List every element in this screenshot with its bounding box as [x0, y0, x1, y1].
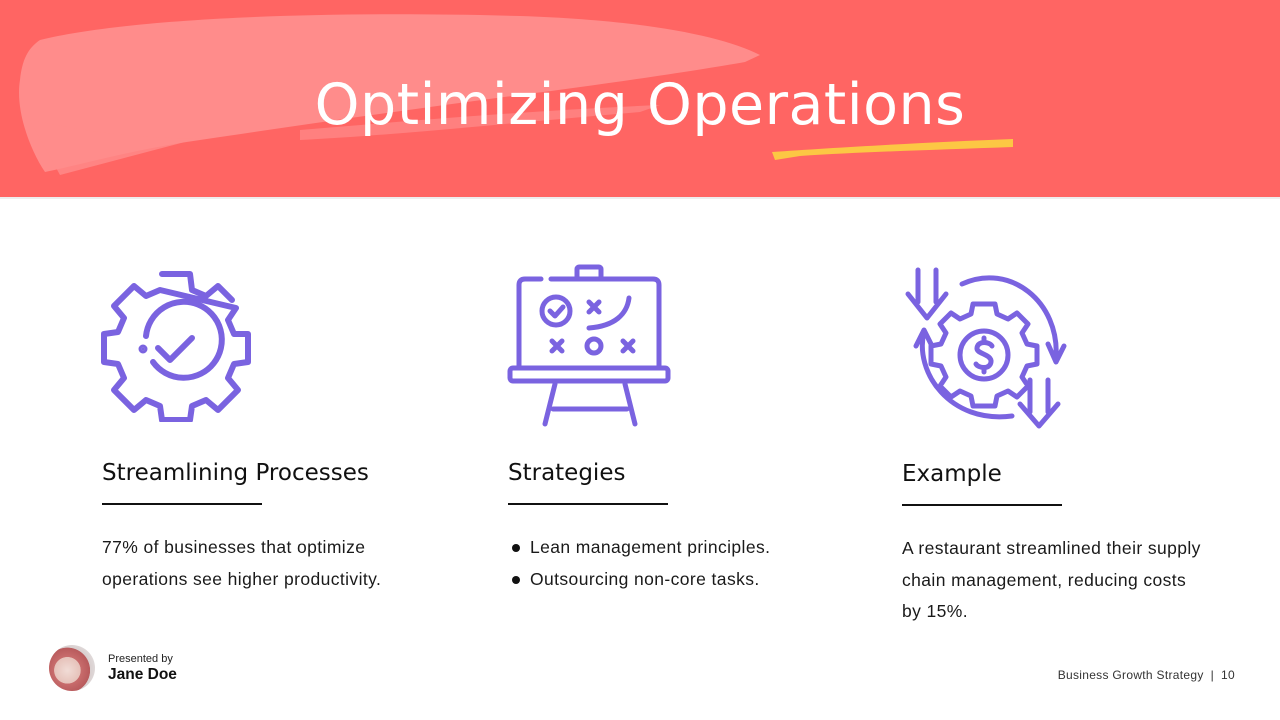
strategy-board-icon [505, 262, 675, 432]
title-underline [902, 504, 1062, 506]
brush-stroke-decoration [19, 14, 1013, 175]
footer-separator: | [1210, 668, 1215, 682]
bullet-icon [512, 544, 520, 552]
column-title: Streamlining Processes [102, 460, 369, 486]
deck-title: Business Growth Strategy [1057, 668, 1204, 682]
column-body: 77% of businesses that optimize operatio… [102, 537, 382, 589]
column-body: A restaurant streamlined their supply ch… [902, 538, 1201, 621]
presenter-block: Presented by Jane Doe [49, 645, 177, 691]
column-title: Strategies [508, 460, 626, 486]
header-divider [0, 197, 1280, 199]
column-example: Example A restaurant streamlined their s… [900, 262, 1240, 621]
title-banner: Optimizing Operations [0, 0, 1280, 197]
title-underline [508, 503, 668, 505]
column-title: Example [902, 461, 1002, 487]
title-underline [102, 503, 262, 505]
page-number: 10 [1221, 668, 1235, 682]
column-streamlining-processes: Streamlining Processes 77% of businesses… [96, 262, 436, 589]
presented-by-label: Presented by [108, 652, 173, 665]
presenter-name: Jane Doe [108, 665, 177, 683]
bullet-icon [512, 575, 520, 584]
gear-check-icon [96, 262, 266, 432]
list-item: Lean management principles. [508, 532, 770, 564]
column-strategies: Strategies Lean management principles. O… [505, 262, 845, 589]
avatar [49, 645, 95, 691]
strategies-list: Lean management principles. Outsourcing … [508, 532, 770, 595]
footer: Business Growth Strategy | 10 [1058, 668, 1235, 682]
cost-reduction-cycle-icon [900, 262, 1070, 432]
list-item: Outsourcing non-core tasks. [508, 564, 770, 596]
page-title: Optimizing Operations [314, 72, 966, 138]
